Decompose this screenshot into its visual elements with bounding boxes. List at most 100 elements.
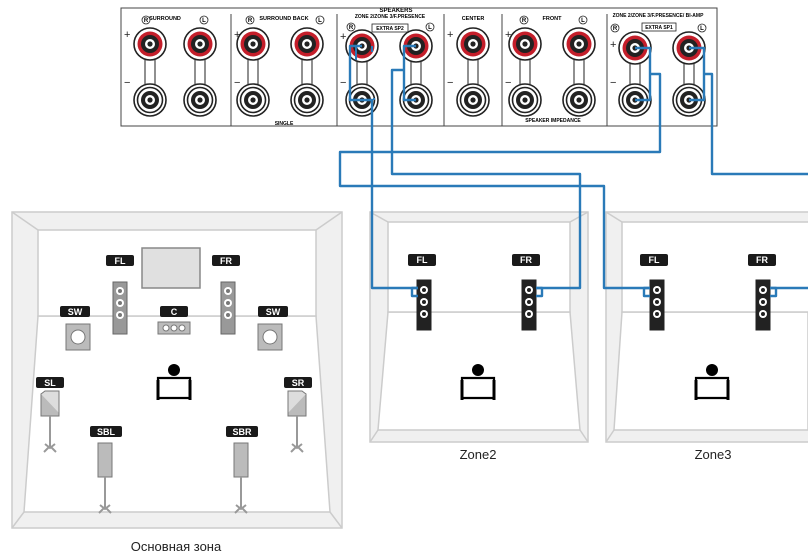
room-zone2: FL FR xyxy=(369,211,589,443)
label-sw-right xyxy=(258,306,288,317)
terminal-surround-r-plus xyxy=(133,27,167,61)
speaker-center-icon xyxy=(157,321,191,335)
label-c xyxy=(160,306,188,317)
terminal-front-r-minus xyxy=(508,83,542,117)
marker-l xyxy=(578,15,588,25)
label-zone3-fl xyxy=(640,254,668,266)
label-zone2-fr-text: FR xyxy=(520,255,532,265)
label-sw-left-text: SW xyxy=(68,307,83,317)
terminal-surround-back-r-plus xyxy=(236,27,270,61)
marker-l-text: L xyxy=(202,18,206,24)
group-label-surround-back: SURROUND BACK xyxy=(259,16,308,22)
marker-r xyxy=(519,15,529,25)
terminal-front-l-minus xyxy=(562,83,596,117)
marker-r-text: R xyxy=(144,18,149,24)
label-zone3-fr xyxy=(748,254,776,266)
group-label-zone-b: ZONE 2/ZONE 3/F.PRESENCE/ BI-AMP xyxy=(613,13,705,19)
room-main: FL FR C SW SW SL xyxy=(11,211,343,529)
subwoofer-right-icon xyxy=(257,323,283,351)
label-sr-text: SR xyxy=(292,378,305,388)
speaker-zone3-fr-icon xyxy=(755,279,771,331)
label-sw-right-text: SW xyxy=(266,307,281,317)
terminal-surround-back-l-plus xyxy=(290,27,324,61)
terminal-surround-r-minus xyxy=(133,83,167,117)
marker-l-text: L xyxy=(700,26,704,32)
tv-icon xyxy=(141,247,201,289)
label-sbl xyxy=(90,426,122,437)
minus-sign: − xyxy=(234,77,240,89)
wire-zone2-fr xyxy=(390,68,582,290)
label-zone2-fl xyxy=(408,254,436,266)
caption-zone2: Zone2 xyxy=(460,447,497,462)
terminal-surround-back-r-minus xyxy=(236,83,270,117)
minus-sign: − xyxy=(505,77,511,89)
marker-l xyxy=(425,22,435,32)
badge-extra-sp1-text: EXTRA SP1 xyxy=(645,25,673,31)
group-label-front: FRONT xyxy=(543,16,563,22)
label-sbl-text: SBL xyxy=(97,427,116,437)
panel-title: SPEAKERS xyxy=(379,8,412,14)
label-sl xyxy=(36,377,64,388)
group-label-center: CENTER xyxy=(462,16,485,22)
badge-extra-sp2 xyxy=(371,23,409,33)
room-zone3: FL FR xyxy=(605,211,808,443)
label-zone2-fr xyxy=(512,254,540,266)
speaker-fr-icon xyxy=(220,281,236,335)
marker-r-text: R xyxy=(349,25,354,31)
terminal-surround-back-l-minus xyxy=(290,83,324,117)
speaker-wires xyxy=(338,44,808,298)
speaker-sbr-icon xyxy=(233,442,249,514)
marker-r xyxy=(610,23,620,33)
terminal-center-plus xyxy=(456,27,490,61)
label-single: SINGLE xyxy=(275,121,294,127)
label-sr xyxy=(284,377,312,388)
marker-r-text: R xyxy=(613,26,618,32)
speaker-sl-icon xyxy=(40,390,60,453)
wire-zone3-fr xyxy=(704,72,808,176)
plus-sign: + xyxy=(124,29,130,41)
minus-sign: − xyxy=(610,77,616,89)
marker-r xyxy=(141,15,151,25)
terminal-front-l-plus xyxy=(562,27,596,61)
speaker-fl-icon xyxy=(112,281,128,335)
marker-r-text: R xyxy=(248,18,253,24)
terminal-front-r-plus xyxy=(508,27,542,61)
marker-l-text: L xyxy=(581,18,585,24)
marker-l xyxy=(697,23,707,33)
marker-l-text: L xyxy=(428,25,432,31)
plus-sign: + xyxy=(234,29,240,41)
subwoofer-left-icon xyxy=(65,323,91,351)
speaker-terminal-panel: SPEAKERS SURROUND SURROUND BACK ZONE 2/Z… xyxy=(120,7,718,127)
marker-l xyxy=(199,15,209,25)
plus-sign: + xyxy=(340,31,346,43)
terminal-center-minus xyxy=(456,83,490,117)
label-c-text: C xyxy=(171,307,178,317)
label-fl xyxy=(106,255,134,266)
speaker-zone2-fr-icon xyxy=(521,279,537,331)
badge-extra-sp1 xyxy=(641,22,677,32)
group-label-zone-a: ZONE 2/ZONE 3/F.PRESENCE xyxy=(355,14,426,20)
minus-sign: − xyxy=(447,77,453,89)
label-sbr-text: SBR xyxy=(232,427,252,437)
caption-zone3: Zone3 xyxy=(695,447,732,462)
plus-sign: + xyxy=(447,29,453,41)
caption-main-zone: Основная зона xyxy=(131,539,222,554)
label-fr xyxy=(212,255,240,266)
speaker-zone3-fl-icon xyxy=(649,279,665,331)
badge-extra-sp2-text: EXTRA SP2 xyxy=(376,26,404,32)
marker-l-text: L xyxy=(318,18,322,24)
label-sbr xyxy=(226,426,258,437)
label-zone3-fl-text: FL xyxy=(649,255,660,265)
plus-sign: + xyxy=(505,29,511,41)
marker-r xyxy=(245,15,255,25)
label-sl-text: SL xyxy=(44,378,56,388)
plus-sign: + xyxy=(610,39,616,51)
minus-sign: − xyxy=(340,77,346,89)
speaker-zone2-fl-icon xyxy=(416,279,432,331)
label-speaker-impedance: SPEAKER IMPEDANCE xyxy=(525,118,581,124)
marker-r-text: R xyxy=(522,18,527,24)
group-label-surround: SURROUND xyxy=(149,16,181,22)
wire-zone2-fl xyxy=(362,98,418,290)
wire-zone3-fl xyxy=(338,72,662,290)
